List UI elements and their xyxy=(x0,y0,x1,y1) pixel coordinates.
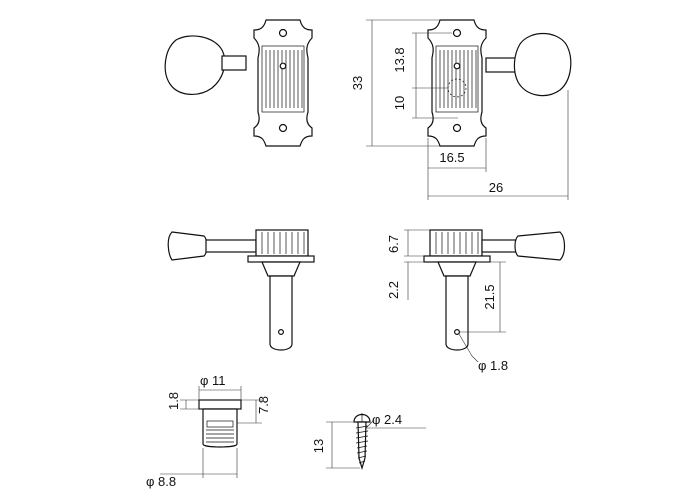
dim-screw-len-13: 13 xyxy=(311,439,326,453)
dimension-lines xyxy=(331,419,375,468)
tuner-housing-plate xyxy=(253,19,313,147)
screw-thread xyxy=(355,425,369,464)
center-screw xyxy=(279,62,287,70)
string-post xyxy=(445,275,469,351)
string-post-cap xyxy=(429,229,483,257)
dim-hole-dia-1-8: φ 1.8 xyxy=(478,358,508,373)
bushing-flange xyxy=(198,399,242,410)
tuner-housing-plate xyxy=(427,19,487,147)
tuner-gear-cover xyxy=(435,45,479,113)
dim-shaft-21-5: 21.5 xyxy=(482,284,497,309)
dim-bush-flange-1-8: 1.8 xyxy=(166,392,181,410)
tuner-button-side xyxy=(514,231,566,261)
mount-hole-bottom xyxy=(452,123,462,133)
dim-cap-6-7: 6.7 xyxy=(386,235,401,253)
mount-hole-bottom xyxy=(278,123,288,133)
dim-height-33: 33 xyxy=(350,76,365,90)
tuner-shaft-side xyxy=(481,239,519,253)
tuner-front-view-left xyxy=(164,19,313,147)
bushing-inner-ring xyxy=(206,420,234,428)
tuner-side-view-left xyxy=(167,229,315,351)
post-flange xyxy=(247,255,315,263)
post-bushing xyxy=(261,261,301,277)
bushing-knurl xyxy=(206,429,234,443)
bushing-body xyxy=(202,408,238,448)
dim-width-26: 26 xyxy=(489,180,503,195)
bushing-detail: φ 11 1.8 7.8 φ 8.8 xyxy=(146,373,271,489)
dim-flange-2-2: 2.2 xyxy=(386,281,401,299)
tuner-button-side xyxy=(167,231,208,261)
string-hole xyxy=(454,329,461,336)
dim-bush-height-7-8: 7.8 xyxy=(256,396,271,414)
dimension-lines xyxy=(160,389,257,475)
dim-width-16-5: 16.5 xyxy=(439,150,464,165)
dim-spacing-13-8: 13.8 xyxy=(392,47,407,72)
dim-bush-dia-8-8: φ 8.8 xyxy=(146,474,176,489)
mount-hole-top xyxy=(452,28,462,38)
post-flange xyxy=(423,255,491,263)
string-post xyxy=(269,275,293,351)
dimension-lines xyxy=(371,20,568,197)
dimension-lines xyxy=(407,230,501,363)
tuner-side-view-right: 6.7 2.2 21.5 φ 1.8 xyxy=(386,229,566,373)
screw-detail: 13 φ 2.4 xyxy=(311,412,426,471)
gear-cover-ribs xyxy=(265,50,303,108)
center-screw xyxy=(453,62,461,70)
dim-bush-dia-11: φ 11 xyxy=(200,373,226,388)
tuner-button-oval xyxy=(513,32,572,97)
tuner-gear-cover xyxy=(261,45,305,113)
tuner-button-oval xyxy=(164,35,226,95)
tuner-shaft-side xyxy=(205,239,257,253)
post-bushing xyxy=(437,261,477,277)
gear-cover-ribs xyxy=(439,50,477,108)
extension-lines xyxy=(180,386,262,478)
string-hole xyxy=(278,329,285,336)
cap-knurl xyxy=(261,232,305,254)
mount-hole-top xyxy=(278,28,288,38)
tuner-shaft xyxy=(485,57,517,73)
tuner-shaft xyxy=(221,55,247,71)
dim-spacing-10: 10 xyxy=(392,96,407,110)
cap-knurl xyxy=(435,232,479,254)
extension-lines xyxy=(326,421,426,469)
extension-lines xyxy=(366,19,569,200)
dim-screw-dia-2-4: φ 2.4 xyxy=(372,412,402,427)
extension-lines xyxy=(404,229,506,333)
tuner-rear-view-right: 33 13.8 10 16.5 26 xyxy=(350,19,572,200)
string-post-cap xyxy=(255,229,309,257)
